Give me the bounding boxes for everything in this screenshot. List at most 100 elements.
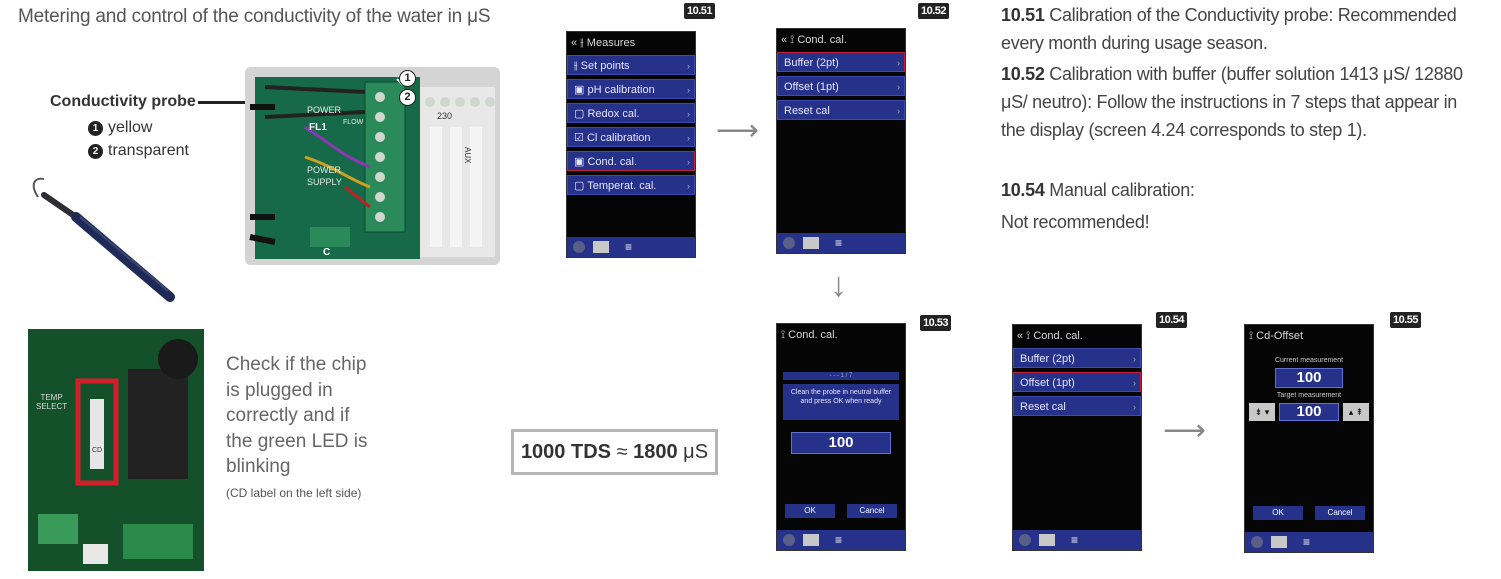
chevron-right-icon: ›: [1133, 402, 1136, 412]
section-10-52-text: 10.52 Calibration with buffer (buffer so…: [1001, 64, 1463, 140]
menu-item-set-points[interactable]: ⫲ Set points›: [567, 55, 695, 75]
list-icon[interactable]: ≡: [625, 240, 633, 254]
board-wiring-photo: POWER FL1 FLOW POWER SUPPLY 230 AUX C 1 …: [245, 67, 500, 265]
info-icon[interactable]: [803, 237, 819, 249]
chevron-right-icon: ›: [897, 106, 900, 116]
target-measurement-value[interactable]: 100: [1279, 403, 1339, 421]
chevron-right-icon: ›: [687, 109, 690, 119]
arrow-right-icon: ⟶: [1163, 414, 1207, 447]
marker-2-icon: 2: [399, 89, 416, 106]
gear-icon[interactable]: [1251, 536, 1263, 548]
board-label-power-2: POWER: [307, 165, 342, 175]
board-label-power: POWER: [307, 105, 342, 115]
page-header: Metering and control of the conductivity…: [18, 6, 491, 27]
screen-footer: ≡: [1013, 530, 1141, 550]
chevron-right-icon: ›: [1133, 378, 1136, 388]
info-icon[interactable]: [593, 241, 609, 253]
screen-cond-cal-step: ⟟ Cond. cal. - - - 1 / 7 Clean the probe…: [776, 323, 906, 551]
number-1-icon: 1: [88, 121, 103, 136]
badge-10-53: 10.53: [920, 315, 952, 331]
marker-1-icon: 1: [399, 70, 416, 87]
gear-icon[interactable]: [783, 237, 795, 249]
number-2-icon: 2: [88, 144, 103, 159]
board-label-fl1: FL1: [309, 122, 327, 133]
chevron-right-icon: ›: [1133, 354, 1136, 364]
gear-icon[interactable]: [573, 241, 585, 253]
probe-pointer-line: [198, 101, 270, 104]
chevron-right-icon: ›: [897, 82, 900, 92]
menu-item-reset-cal[interactable]: Reset cal›: [777, 100, 905, 120]
increase-button[interactable]: ▴ ⇞: [1343, 403, 1369, 421]
board-label-flow: FLOW: [343, 119, 364, 126]
screen-footer: ≡: [777, 530, 905, 550]
target-measurement-label: Target measurement: [1276, 392, 1342, 399]
info-icon[interactable]: [803, 534, 819, 546]
screen-footer: ≡: [777, 233, 905, 253]
board-label-c: C: [323, 247, 331, 258]
screen-cond-cal: « ⟟ Cond. cal. Buffer (2pt)› Offset (1pt…: [776, 28, 906, 254]
wire-1-color: yellow: [108, 119, 153, 136]
menu-item-offset-1pt[interactable]: Offset (1pt)›: [1013, 372, 1141, 392]
wire-legend-2: 2 transparent: [88, 142, 189, 160]
ok-button[interactable]: OK: [785, 504, 835, 518]
chevron-right-icon: ›: [687, 85, 690, 95]
menu-item-offset-1pt[interactable]: Offset (1pt)›: [777, 76, 905, 96]
cancel-button[interactable]: Cancel: [847, 504, 897, 518]
gear-icon[interactable]: [783, 534, 795, 546]
screen-cond-cal-offset: « ⟟ Cond. cal. Buffer (2pt)› Offset (1pt…: [1012, 324, 1142, 551]
wire-legend-1: 1 yellow: [88, 119, 152, 137]
badge-10-55: 10.55: [1390, 312, 1422, 328]
step-instructions: Clean the probe in neutral buffer and pr…: [783, 384, 899, 420]
screen-title: « ⫲ Measures: [571, 37, 636, 49]
menu-item-redox-cal[interactable]: ▢ Redox cal.›: [567, 103, 695, 123]
section-10-51-text: 10.51 Calibration of the Conductivity pr…: [1001, 5, 1457, 53]
probe-illustration: [32, 177, 175, 302]
current-measurement-label: Current measurement: [1274, 357, 1344, 364]
board-label-aux: AUX: [463, 147, 472, 164]
list-icon[interactable]: ≡: [1071, 533, 1079, 547]
arrow-right-icon: ⟶: [716, 114, 760, 147]
check-instructions: Check if the chip is plugged in correctl…: [226, 354, 368, 478]
screen-title: ⟟ Cond. cal.: [781, 329, 838, 341]
step-indicator: - - - 1 / 7: [783, 372, 899, 380]
section-10-54-text: 10.54 Manual calibration:: [1001, 180, 1195, 200]
list-icon[interactable]: ≡: [835, 236, 843, 250]
screen-footer: ≡: [1245, 532, 1373, 552]
list-icon[interactable]: ≡: [1303, 535, 1311, 549]
screen-cd-offset: ⟟ Cd-Offset Current measurement 100 Targ…: [1244, 324, 1374, 553]
screen-title: ⟟ Cd-Offset: [1249, 330, 1304, 342]
info-icon[interactable]: [1271, 536, 1287, 548]
menu-item-reset-cal[interactable]: Reset cal›: [1013, 396, 1141, 416]
measurement-value: 100: [791, 432, 891, 454]
tds-conversion-box: 1000 TDS ≈ 1800 μS: [511, 429, 718, 475]
chevron-right-icon: ›: [897, 58, 900, 68]
board-label-230: 230: [437, 111, 453, 121]
list-icon[interactable]: ≡: [835, 533, 843, 547]
info-icon[interactable]: [1039, 534, 1055, 546]
menu-item-cond-cal[interactable]: ▣ Cond. cal.›: [567, 151, 695, 171]
menu-item-buffer-2pt[interactable]: Buffer (2pt)›: [777, 52, 905, 72]
cancel-button[interactable]: Cancel: [1315, 506, 1365, 520]
menu-item-ph-calibration[interactable]: ▣ pH calibration›: [567, 79, 695, 99]
badge-10-54: 10.54: [1156, 312, 1188, 328]
chevron-right-icon: ›: [687, 181, 690, 191]
gear-icon[interactable]: [1019, 534, 1031, 546]
menu-item-buffer-2pt[interactable]: Buffer (2pt)›: [1013, 348, 1141, 368]
board-label-supply: SUPPLY: [307, 177, 342, 187]
screen-title: « ⟟ Cond. cal.: [1017, 330, 1083, 342]
ok-button[interactable]: OK: [1253, 506, 1303, 520]
menu-item-temperat-cal[interactable]: ▢ Temperat. cal.›: [567, 175, 695, 195]
probe-label: Conductivity probe: [50, 93, 196, 110]
check-note: (CD label on the left side): [226, 486, 362, 500]
screen-measures: « ⫲ Measures ⫲ Set points› ▣ pH calibrat…: [566, 31, 696, 258]
current-measurement-value: 100: [1275, 368, 1343, 388]
decrease-button[interactable]: ⇟ ▾: [1249, 403, 1275, 421]
marker-1: 1: [399, 69, 421, 87]
chevron-right-icon: ›: [687, 133, 690, 143]
wire-2-color: transparent: [108, 142, 189, 159]
section-10-54-note: Not recommended!: [1001, 212, 1150, 232]
menu-item-cl-calibration[interactable]: ☑ Cl calibration›: [567, 127, 695, 147]
badge-10-52: 10.52: [918, 3, 950, 19]
